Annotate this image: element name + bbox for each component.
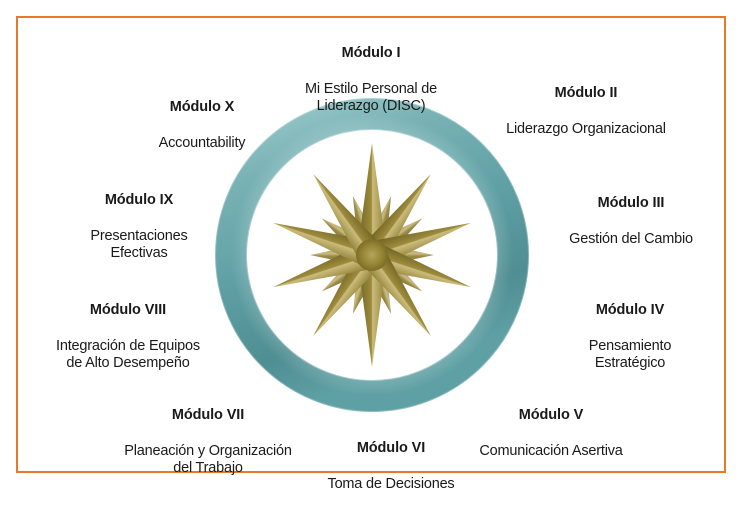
module-label-m7: Módulo VII Planeación y Organización del… [96,388,320,496]
module-label-m5: Módulo V Comunicación Asertiva [442,388,660,479]
module-label-m1: Módulo I Mi Estilo Personal de Liderazgo… [258,26,484,134]
module-description: Pensamiento Estratégico [588,337,672,371]
module-label-m4: Módulo IV Pensamiento Estratégico [552,283,708,391]
module-description: Comunicación Asertiva [479,442,623,459]
module-title: Módulo IX [104,191,174,208]
module-label-m8: Módulo VIII Integración de Equipos de Al… [20,283,236,391]
circular-diagram-graphic [214,97,530,413]
module-label-m2: Módulo II Liderazgo Organizacional [472,66,700,157]
diagram-canvas: Módulo I Mi Estilo Personal de Liderazgo… [16,16,726,496]
module-title: Módulo X [169,98,235,115]
module-label-m10: Módulo X Accountability [110,80,294,171]
module-description: Accountability [158,134,246,151]
module-description: Gestión del Cambio [569,230,693,247]
module-description: Toma de Decisiones [327,475,455,492]
teal-ring [214,97,530,413]
module-description: Integración de Equipos de Alto Desempeño [56,337,200,371]
module-description: Liderazgo Organizacional [506,120,666,137]
module-title: Módulo VI [356,439,426,456]
module-title: Módulo III [597,194,665,211]
gold-compass-star [273,143,471,367]
module-title: Módulo II [554,84,618,101]
module-title: Módulo I [341,44,401,61]
module-label-m3: Módulo III Gestión del Cambio [540,176,722,267]
module-description: Presentaciones Efectivas [90,227,188,261]
module-description: Planeación y Organización del Trabajo [124,442,292,476]
module-label-m9: Módulo IX Presentaciones Efectivas [52,173,226,281]
module-description: Mi Estilo Personal de Liderazgo (DISC) [305,80,437,114]
module-title: Módulo VII [171,406,245,423]
module-label-m6: Módulo VI Toma de Decisiones [292,421,490,512]
module-title: Módulo IV [595,301,665,318]
module-title: Módulo V [518,406,584,423]
module-title: Módulo VIII [89,301,167,318]
